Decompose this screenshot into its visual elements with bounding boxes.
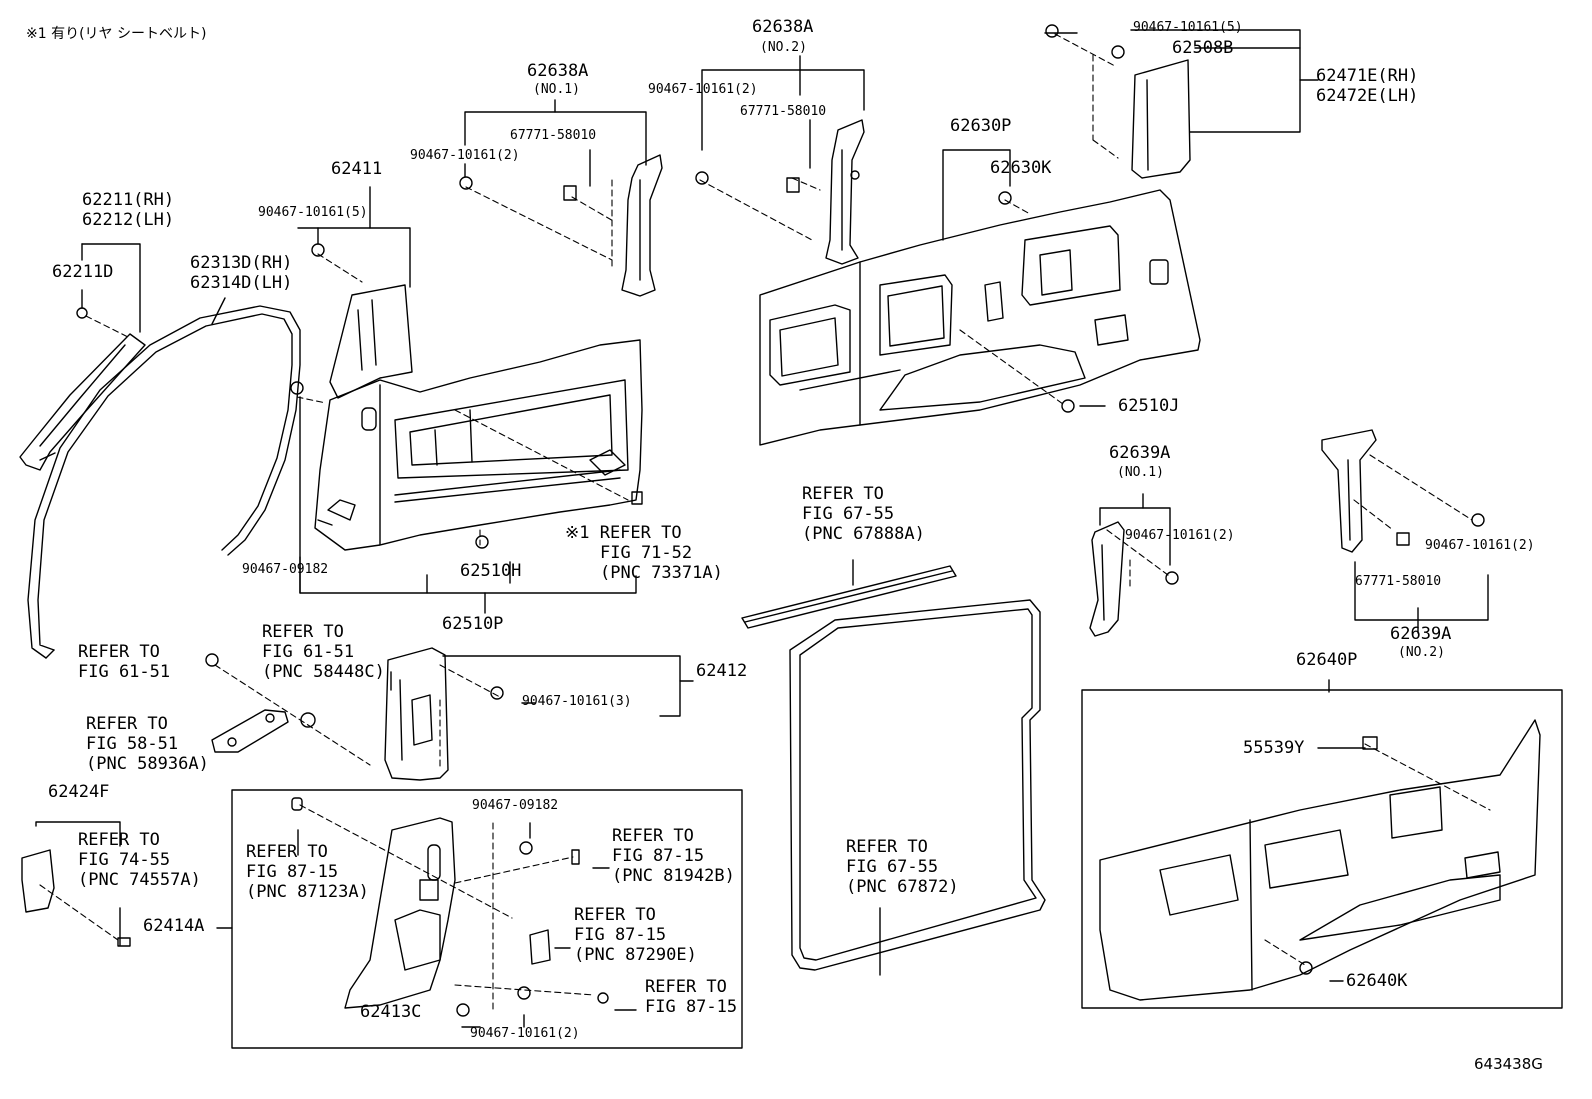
ref-fig-87-15-a-line1: REFER TO xyxy=(246,842,328,862)
fastener-clips xyxy=(205,24,1485,1017)
weatherstrip-67872 xyxy=(789,599,1046,971)
leader-lines xyxy=(35,29,1489,1028)
part-62630p: 62630P xyxy=(950,116,1012,136)
dashed-assembly-lines xyxy=(39,33,1491,1011)
part-62411: 62411 xyxy=(331,159,383,179)
part-62510p: 62510P xyxy=(442,614,504,634)
door-opening-trim-62313d xyxy=(27,305,301,659)
ref-fig-71-52-line2: FIG 71-52 xyxy=(600,543,693,563)
part-62640p: 62640P xyxy=(1296,650,1358,670)
ref-fig-67-55-a-line3: (PNC 67888A) xyxy=(802,524,925,544)
ref-fig-67-55-b-line1: REFER TO xyxy=(846,837,928,857)
part-62212lh: 62212(LH) xyxy=(82,210,175,230)
ref-fig-87-15-b-line2: FIG 87-15 xyxy=(612,846,705,866)
ref-fig-67-55-a-line2: FIG 67-55 xyxy=(802,504,895,524)
part-67771-58010b: 67771-58010 xyxy=(740,104,827,119)
no1-label-b: (NO.1) xyxy=(1117,465,1164,480)
ref-fig-71-52-line3: (PNC 73371A) xyxy=(600,563,723,583)
ref-fig-87-15-b-line3: (PNC 81942B) xyxy=(612,866,735,886)
ref-fig-61-51-a-line2: FIG 61-51 xyxy=(78,662,171,682)
lower-trim-62414a xyxy=(344,817,551,1009)
part-62313d: 62313D(RH) xyxy=(190,253,293,273)
ref-fig-61-51-b-line3: (PNC 58448C) xyxy=(262,662,385,682)
ref-fig-87-15-b-line1: REFER TO xyxy=(612,826,694,846)
ref-fig-58-51-line1: REFER TO xyxy=(86,714,168,734)
part-62413c: 62413C xyxy=(360,1002,422,1022)
part-90467-09182a: 90467-09182 xyxy=(242,562,329,577)
figure-code: 643438G xyxy=(1474,1055,1543,1073)
part-90467-10161-5b: 90467-10161(5) xyxy=(1133,20,1243,35)
quarter-trim-panel-62630p xyxy=(759,189,1201,446)
part-62211rh: 62211(RH) xyxy=(82,190,175,210)
ref-fig-61-51-b-line2: FIG 61-51 xyxy=(262,642,355,662)
ref-fig-61-51-a-line1: REFER TO xyxy=(78,642,160,662)
part-90467-10161-2b: 90467-10161(2) xyxy=(648,82,758,97)
pillar-garnish-62639a-no2 xyxy=(1321,429,1377,553)
no1-label-a: (NO.1) xyxy=(533,82,580,97)
part-90467-10161-2a: 90467-10161(2) xyxy=(410,148,520,163)
no2-label-a: (NO.2) xyxy=(760,40,807,55)
quarter-trim-panel-62640p xyxy=(1099,719,1541,1001)
ref-fig-71-52-line1: ※1 REFER TO xyxy=(565,523,682,543)
part-62424f: 62424F xyxy=(48,782,110,802)
ref-fig-74-55-line1: REFER TO xyxy=(78,830,160,850)
ref-fig-67-55-b-line3: (PNC 67872) xyxy=(846,877,959,897)
part-90467-10161-5a: 90467-10161(5) xyxy=(258,205,368,220)
upper-quarter-trim-62411 xyxy=(329,284,413,399)
ref-fig-87-15-c-line2: FIG 87-15 xyxy=(574,925,667,945)
footnote: ※1 有り(リヤ シートベルト) xyxy=(26,26,207,42)
ref-fig-58-51-line2: FIG 58-51 xyxy=(86,734,179,754)
part-90467-10161-2c: 90467-10161(2) xyxy=(1125,528,1235,543)
ref-fig-61-51-b-line1: REFER TO xyxy=(262,622,344,642)
quarter-trim-panel-62510p xyxy=(314,339,643,551)
part-62510j: 62510J xyxy=(1118,396,1180,416)
part-62630k: 62630K xyxy=(990,158,1052,178)
part-67771-58010c: 67771-58010 xyxy=(1355,574,1442,589)
part-62638a-no2: 62638A xyxy=(752,17,814,37)
ref-fig-58-51-line3: (PNC 58936A) xyxy=(86,754,209,774)
pillar-garnish-62211 xyxy=(19,307,146,471)
no2-label-b: (NO.2) xyxy=(1398,645,1445,660)
trim-bracket-62412 xyxy=(300,647,449,781)
part-62412: 62412 xyxy=(696,661,748,681)
ref-fig-87-15-c-line3: (PNC 87290E) xyxy=(574,945,697,965)
pillar-garnish-62471e xyxy=(1131,59,1191,179)
part-62638a-no1: 62638A xyxy=(527,61,589,81)
ref-fig-74-55-line2: FIG 74-55 xyxy=(78,850,171,870)
part-62472e: 62472E(LH) xyxy=(1316,86,1419,106)
part-62640k: 62640K xyxy=(1346,971,1408,991)
part-55539y: 55539Y xyxy=(1243,738,1305,758)
bracket-58936a xyxy=(211,709,289,753)
part-62211d: 62211D xyxy=(52,262,114,282)
inset-box xyxy=(231,689,1563,1049)
ref-fig-74-55-line3: (PNC 74557A) xyxy=(78,870,201,890)
ref-fig-87-15-d-line1: REFER TO xyxy=(645,977,727,997)
ref-fig-87-15-a-line2: FIG 87-15 xyxy=(246,862,339,882)
part-62510h: 62510H xyxy=(460,561,522,581)
part-62639a-no1: 62639A xyxy=(1109,443,1171,463)
part-62471e: 62471E(RH) xyxy=(1316,66,1419,86)
ref-fig-67-55-a-line1: REFER TO xyxy=(802,484,884,504)
ref-fig-87-15-a-line3: (PNC 87123A) xyxy=(246,882,369,902)
pillar-garnish-62639a-no1 xyxy=(1089,521,1125,637)
part-90467-10161-2d: 90467-10161(2) xyxy=(1425,538,1535,553)
ref-fig-87-15-d-line2: FIG 87-15 xyxy=(645,997,738,1017)
part-62414a: 62414A xyxy=(143,916,205,936)
part-90467-10161-3: 90467-10161(3) xyxy=(522,694,632,709)
pillar-garnish-62638a-no2 xyxy=(825,119,865,265)
part-90467-10161-2e: 90467-10161(2) xyxy=(470,1026,580,1041)
ref-fig-87-15-c-line1: REFER TO xyxy=(574,905,656,925)
part-62508b: 62508B xyxy=(1172,38,1234,58)
pillar-garnish-62638a-no1 xyxy=(621,154,663,297)
cover-62424f xyxy=(21,849,131,947)
part-67771-58010a: 67771-58010 xyxy=(510,128,597,143)
part-62314d: 62314D(LH) xyxy=(190,273,293,293)
ref-fig-67-55-b-line2: FIG 67-55 xyxy=(846,857,939,877)
part-62639a-no2: 62639A xyxy=(1390,624,1452,644)
weatherstrip-67888a xyxy=(741,565,957,629)
part-90467-09182b: 90467-09182 xyxy=(472,798,559,813)
